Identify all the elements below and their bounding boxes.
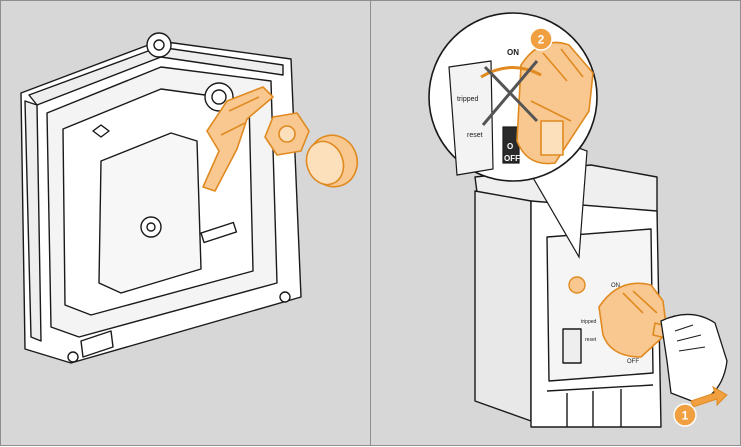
svg-text:2: 2 <box>538 33 545 47</box>
breaker-left-side <box>474 190 532 422</box>
mechanism-plate <box>98 132 202 294</box>
forbidden-rotation-arrow <box>480 65 542 79</box>
zoom-on-label: ON <box>507 48 519 57</box>
cross-out-mark <box>481 60 539 126</box>
housing-drawing <box>20 32 359 364</box>
trip-button <box>568 276 586 294</box>
svg-text:1: 1 <box>682 409 689 423</box>
corner-screw <box>67 351 79 363</box>
breaker-reset-label: reset <box>585 337 597 343</box>
bottom-foot <box>80 330 114 358</box>
guide-pin <box>200 221 238 244</box>
diamond-mark <box>92 124 110 138</box>
zoom-o-label: O <box>507 142 513 151</box>
zoom-off-label: OFF <box>504 154 520 163</box>
step-badge-1: 1 <box>673 403 697 427</box>
terminal-slots <box>546 384 654 427</box>
dial-window <box>562 328 582 364</box>
pull-arrow <box>690 385 728 408</box>
zoom-tripped-label: tripped <box>457 96 479 103</box>
frame-left-rim <box>24 100 42 342</box>
zoom-dial-face <box>448 60 494 176</box>
breaker-off-label: OFF <box>627 359 639 365</box>
panel-left-housing <box>0 0 371 446</box>
rotary-handle <box>598 282 668 358</box>
breaker-on-label: ON <box>611 283 620 289</box>
extension-shaft-bracket <box>202 86 274 192</box>
zoom-reset-label: reset <box>467 132 483 139</box>
panel-right-breaker: ON tripped reset OFF ON <box>370 0 741 446</box>
breaker-drawing: ON tripped reset OFF ON <box>428 12 728 428</box>
step-badge-2: 2 <box>529 27 553 51</box>
breaker-tripped-label: tripped <box>581 319 597 325</box>
